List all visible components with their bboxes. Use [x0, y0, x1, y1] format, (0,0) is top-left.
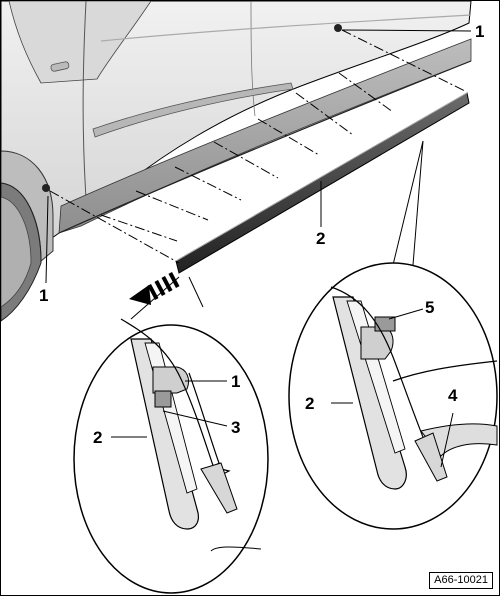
callout-2-left-detail: 2 — [93, 428, 103, 447]
detail-view-right — [288, 140, 498, 530]
trim-strip — [175, 92, 470, 274]
alignment-lines — [49, 29, 466, 264]
removal-direction-arrow — [129, 271, 180, 305]
callout-1-top-fastener: 1 — [475, 22, 485, 41]
figure-reference-code: A66-10021 — [429, 572, 493, 589]
callout-4-body-flange: 4 — [448, 386, 458, 405]
callout-2-trim-strip: 2 — [316, 229, 326, 248]
leader-lines-main — [45, 29, 472, 284]
detail-view-left — [73, 276, 269, 594]
callout-2-right-detail: 2 — [305, 394, 315, 413]
callout-1-detail-clip: 1 — [231, 372, 241, 391]
callout-5-clip: 5 — [425, 298, 435, 317]
callout-3-retainer: 3 — [231, 418, 241, 437]
callout-1-left-fastener: 1 — [39, 286, 49, 305]
vehicle-side-body — [1, 1, 472, 322]
